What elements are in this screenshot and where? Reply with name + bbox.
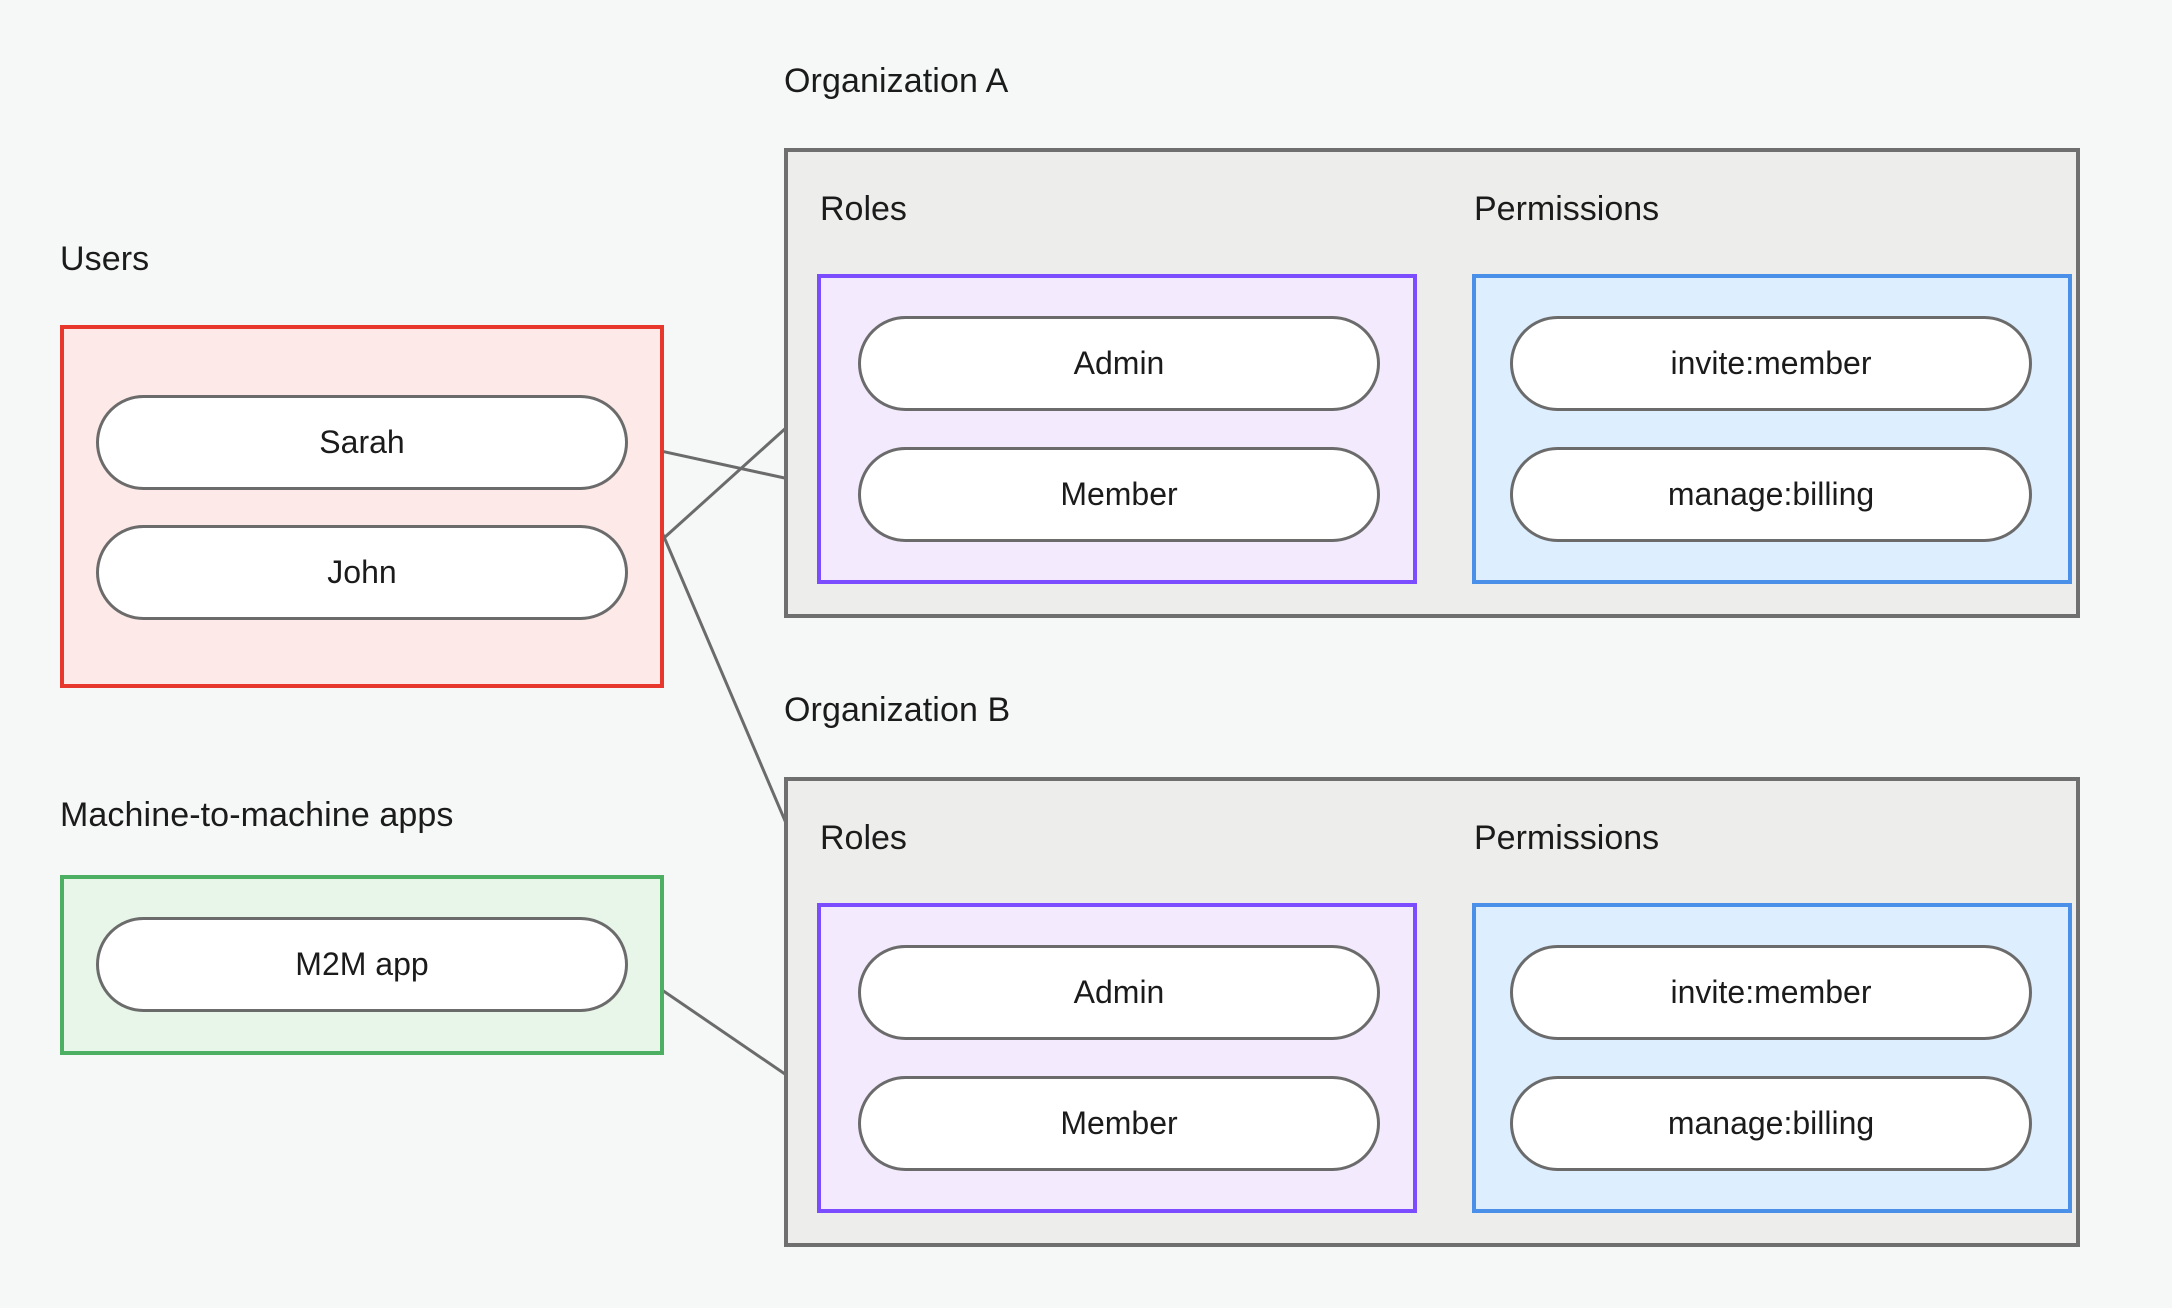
organization-a-permissions-label: Permissions (1474, 190, 1660, 228)
organization-a-title: Organization A (784, 62, 1009, 100)
m2m-pill-app[interactable]: M2M app (96, 917, 628, 1012)
organization-b-title: Organization B (784, 691, 1011, 729)
organization-a-role-admin[interactable]: Admin (858, 316, 1380, 411)
organization-a-permission-invite-member[interactable]: invite:member (1510, 316, 2032, 411)
organization-a-role-member-label: Member (1060, 476, 1178, 512)
organization-b-roles-label: Roles (820, 819, 907, 857)
organization-a-role-admin-label: Admin (1073, 345, 1165, 381)
user-pill-sarah[interactable]: Sarah (96, 395, 628, 490)
users-group-box (60, 325, 664, 688)
organization-a-permission-invite-member-label: invite:member (1670, 345, 1872, 381)
organization-b-role-admin-label: Admin (1073, 974, 1165, 1010)
organization-a-roles-label: Roles (820, 190, 907, 228)
user-pill-john-label: John (327, 554, 397, 590)
users-group-title: Users (60, 240, 150, 278)
user-pill-sarah-label: Sarah (319, 424, 405, 460)
organization-b-permissions-label: Permissions (1474, 819, 1660, 857)
organization-b-permission-invite-member-label: invite:member (1670, 974, 1872, 1010)
m2m-pill-app-label: M2M app (295, 946, 429, 982)
m2m-group-title: Machine-to-machine apps (60, 796, 454, 834)
organization-a-permission-manage-billing[interactable]: manage:billing (1510, 447, 2032, 542)
organization-a-role-member[interactable]: Member (858, 447, 1380, 542)
organization-a-permission-manage-billing-label: manage:billing (1667, 476, 1875, 512)
organization-b-role-admin[interactable]: Admin (858, 945, 1380, 1040)
organization-b-permission-manage-billing[interactable]: manage:billing (1510, 1076, 2032, 1171)
organization-b-role-member[interactable]: Member (858, 1076, 1380, 1171)
user-pill-john[interactable]: John (96, 525, 628, 620)
organization-b-permission-invite-member[interactable]: invite:member (1510, 945, 2032, 1040)
organization-b-role-member-label: Member (1060, 1105, 1178, 1141)
organization-b-permission-manage-billing-label: manage:billing (1667, 1105, 1875, 1141)
